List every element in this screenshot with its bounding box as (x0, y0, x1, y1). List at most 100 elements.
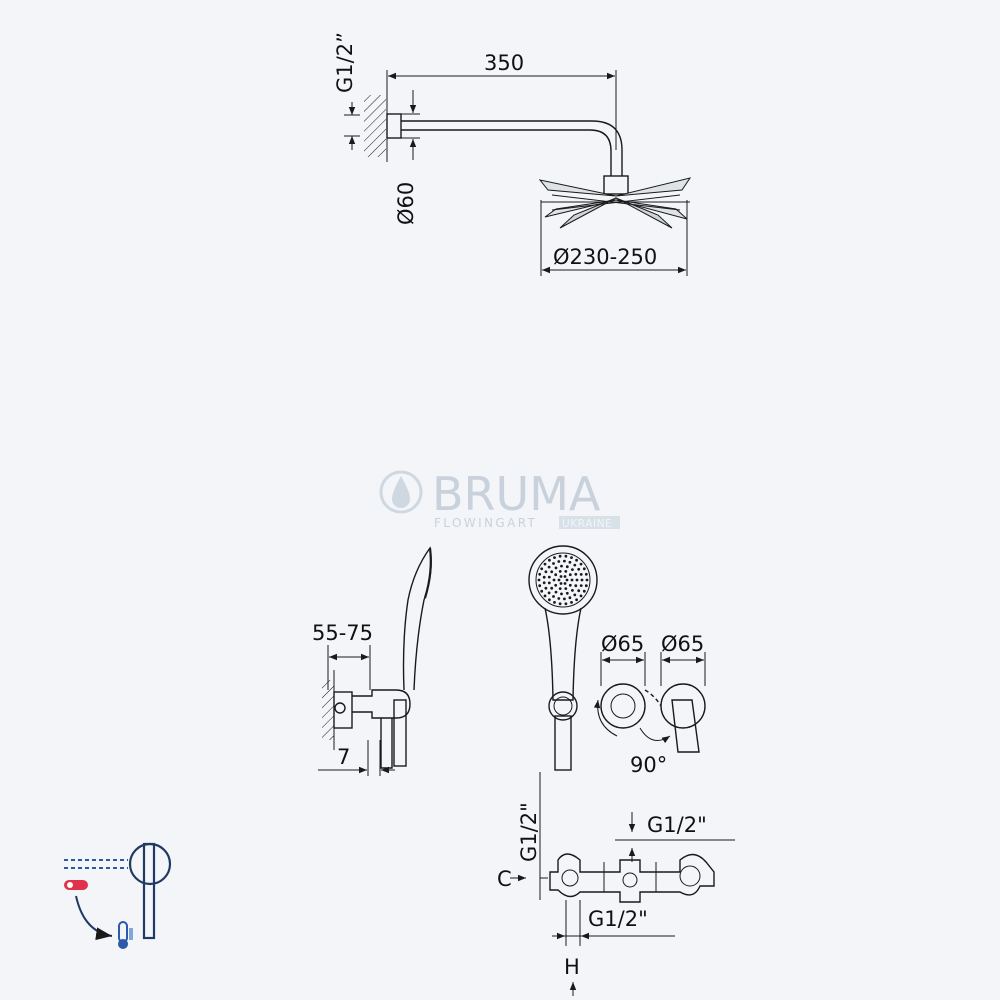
hand-holder (352, 689, 411, 719)
nozzle-dot (550, 586, 554, 590)
nozzle-dot (577, 589, 581, 593)
brand-name: BRUMA (432, 467, 601, 521)
nozzle-dot (577, 567, 581, 571)
arm-length-label: 350 (484, 51, 524, 75)
h-label: H (564, 955, 580, 979)
projection-label: 55-75 (312, 621, 373, 645)
nozzle-dot (575, 598, 578, 602)
nozzle-dot (582, 567, 586, 571)
nozzle-dot (570, 578, 574, 582)
nozzle-dot (573, 593, 577, 597)
flange-diameter-label: Ø60 (394, 182, 418, 225)
nozzle-dot (538, 572, 542, 576)
nozzle-dot (564, 602, 568, 606)
nozzle-dot (550, 570, 554, 574)
nozzle-dot (571, 589, 574, 592)
nozzle-dot (553, 601, 556, 604)
nozzle-dot (563, 559, 566, 563)
head-diameter-label: Ø230-250 (553, 245, 657, 269)
nozzle-dot (575, 558, 578, 562)
nozzle-dot (548, 598, 551, 602)
mixer-front-drawing: 90° Ø65 Ø65 (528, 545, 706, 777)
right-escutcheon (660, 683, 706, 729)
left-escutcheon-label: Ø65 (601, 632, 644, 656)
nozzle-dot (558, 602, 562, 606)
nozzle-dot (554, 566, 558, 570)
nozzle-dot (564, 587, 568, 590)
nozzle-dot (557, 597, 561, 600)
nozzle-dot (579, 562, 583, 566)
depth-label: 7 (337, 745, 350, 769)
nozzle-dot (560, 592, 563, 596)
nozzle-dot (553, 556, 556, 559)
nozzle-dot (552, 562, 555, 565)
nozzle-dot (580, 578, 584, 582)
nozzle-dot (579, 594, 583, 598)
left-thread-label: G1/2" (517, 802, 541, 862)
nozzle-dot (585, 578, 589, 582)
nozzle-dot (547, 581, 551, 585)
bottom-thread-label: G1/2" (588, 907, 648, 931)
nozzle-dot (565, 578, 569, 582)
nozzle-dot (558, 554, 562, 558)
mixer-lever (671, 699, 700, 753)
nozzle-dot (547, 575, 551, 579)
c-label: C (497, 867, 512, 891)
watermark: BRUMA FLOWINGART UKRAINE (379, 467, 620, 530)
nozzle-dot (563, 575, 567, 578)
nozzle-dot (559, 575, 563, 578)
nozzle-dot (554, 583, 558, 587)
nozzle-dot (582, 589, 586, 593)
nozzle-dot (568, 583, 572, 587)
right-escutcheon-label: Ø65 (661, 632, 704, 656)
nozzle-dot (559, 582, 563, 585)
wall-hatch-2 (322, 680, 334, 740)
nozzle-dot (560, 564, 563, 568)
nozzle-dot (557, 560, 561, 563)
left-escutcheon (600, 683, 646, 729)
nozzle-dot (570, 601, 573, 604)
nozzle-dot (547, 591, 551, 595)
brand-tagline: FLOWINGART (434, 516, 537, 530)
nozzle-dot (579, 584, 583, 587)
rotation-arrow-left (593, 699, 618, 737)
nozzle-dot (565, 565, 569, 569)
nozzle-dot (552, 595, 555, 598)
nozzle-dot (565, 591, 569, 595)
nozzle-dot (554, 590, 558, 594)
brand-region: UKRAINE (562, 518, 612, 530)
nozzle-dot (573, 563, 577, 567)
nozzle-dot (575, 578, 579, 582)
nozzle-dot (557, 578, 561, 582)
nozzle-dot (558, 587, 562, 590)
thread-label: G1/2” (333, 32, 357, 93)
drop-logo-icon (379, 470, 423, 514)
nozzle-dot (568, 596, 572, 600)
rotation-arrow-right (639, 727, 671, 744)
nozzle-dot (564, 570, 568, 573)
region-badge (559, 516, 620, 529)
nozzle-dot (540, 567, 544, 571)
rotation-label: 90° (630, 753, 667, 777)
installation-icon (64, 842, 172, 949)
nozzle-dot (564, 554, 568, 558)
valve-body-outline (549, 853, 715, 903)
nozzle-dot (543, 594, 547, 598)
hose-stem (380, 718, 393, 769)
nozzle-dot (574, 584, 578, 588)
wall-flange (386, 113, 402, 139)
hand-shower-face (423, 547, 432, 599)
nozzle-dot (547, 565, 551, 569)
nozzle-dot (554, 573, 558, 577)
nozzle-dot (544, 586, 548, 590)
nozzle-dot (574, 572, 578, 576)
nozzle-dot (568, 560, 572, 564)
head-shower-body (538, 177, 692, 229)
hand-shower-side-drawing: 55-75 7 (312, 546, 432, 776)
nozzle-dot (571, 568, 574, 571)
mixer-body-drawing: G1/2" G1/2" C G1/2" H (497, 772, 735, 996)
nozzle-pattern (537, 554, 589, 606)
wall-hatch (364, 95, 386, 157)
hose-connector (393, 699, 407, 767)
